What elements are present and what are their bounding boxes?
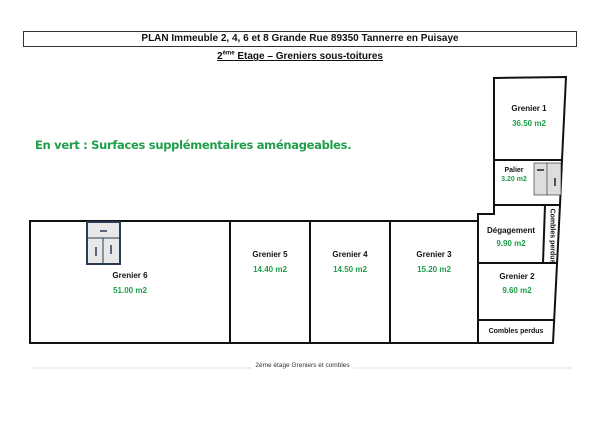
subtitle-text: Etage – Greniers sous-toitures bbox=[234, 51, 383, 63]
room-area: 14.40 m2 bbox=[253, 265, 287, 274]
room-name: Grenier 2 bbox=[499, 272, 535, 281]
room-area: 9.60 m2 bbox=[502, 286, 532, 295]
room-area: 14.50 m2 bbox=[333, 265, 367, 274]
room-grenier-4: Grenier 4 14.50 m2 bbox=[310, 250, 390, 274]
room-name: Grenier 1 bbox=[511, 104, 547, 113]
room-name: Combles perdus bbox=[548, 208, 555, 263]
room-palier: Palier 3.20 m2 bbox=[494, 167, 534, 183]
room-name: Grenier 6 bbox=[112, 271, 148, 280]
room-name: Grenier 4 bbox=[332, 250, 368, 259]
room-name: Grenier 3 bbox=[416, 250, 452, 259]
room-combles-perdus-vertical: Combles perdus bbox=[543, 208, 560, 263]
room-grenier-5: Grenier 5 14.40 m2 bbox=[230, 250, 310, 274]
room-area: 15.20 m2 bbox=[417, 265, 451, 274]
room-name: Dégagement bbox=[486, 226, 535, 235]
wall bbox=[542, 204, 546, 264]
room-area: 51.00 m2 bbox=[113, 286, 147, 295]
footer-caption: 2ème étage Greniers et combles bbox=[30, 362, 575, 369]
plan-title: PLAN Immeuble 2, 4, 6 et 8 Grande Rue 89… bbox=[23, 31, 577, 47]
legend-text: En vert : Surfaces supplémentaires aména… bbox=[35, 138, 352, 152]
room-grenier-2: Grenier 2 9.60 m2 bbox=[478, 272, 556, 295]
plan-subtitle: 2ème Etage – Greniers sous-toitures bbox=[0, 51, 600, 62]
subtitle-sup: ème bbox=[222, 51, 235, 57]
subtitle-number: 2 bbox=[217, 51, 223, 63]
room-name: Palier bbox=[504, 167, 524, 174]
room-name: Combles perdus bbox=[488, 328, 544, 335]
room-area: 9.90 m2 bbox=[496, 239, 526, 248]
room-degagement: Dégagement 9.90 m2 bbox=[478, 226, 544, 248]
footer-text: 2ème étage Greniers et combles bbox=[252, 362, 353, 369]
room-name: Grenier 5 bbox=[252, 250, 288, 259]
stairs-icon-west bbox=[86, 221, 121, 265]
stairs-icon-east bbox=[533, 162, 562, 196]
room-area: 3.20 m2 bbox=[501, 176, 527, 183]
room-combles-perdus-bottom: Combles perdus bbox=[478, 328, 554, 335]
room-grenier-1: Grenier 1 36.50 m2 bbox=[494, 104, 564, 128]
room-grenier-3: Grenier 3 15.20 m2 bbox=[390, 250, 478, 274]
room-area: 36.50 m2 bbox=[512, 119, 546, 128]
room-grenier-6: Grenier 6 51.00 m2 bbox=[30, 271, 230, 295]
